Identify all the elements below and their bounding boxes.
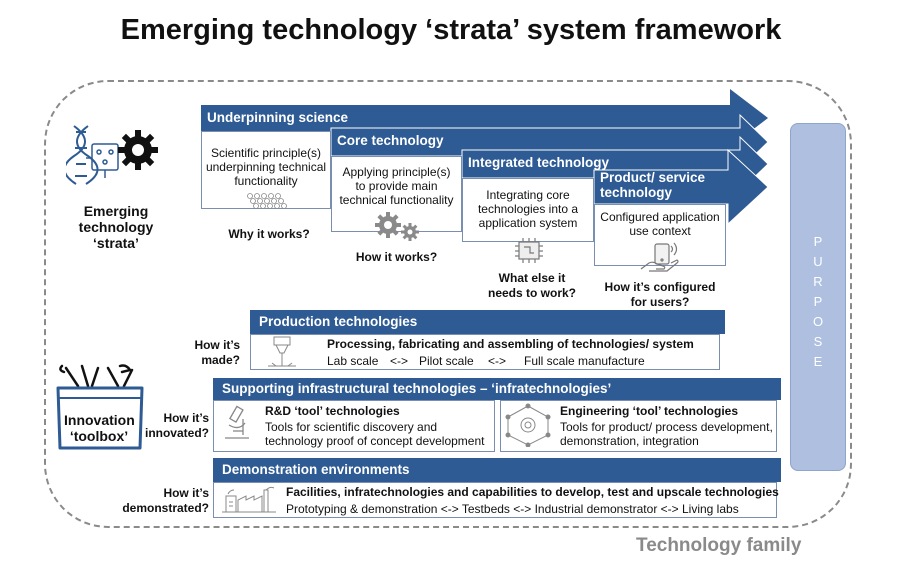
toolbox-label-line: ‘toolbox’ — [69, 428, 129, 444]
box-production-technologies — [250, 334, 720, 370]
question-how-configured: How it’s configured for users? — [596, 280, 724, 310]
dna-gear-icon — [66, 125, 158, 185]
purpose-letter: S — [813, 334, 823, 349]
production-scale-lab: Lab scale — [327, 354, 379, 368]
strata-title-integrated-technology: Integrated technology — [468, 155, 610, 170]
strata-box-core-technology — [331, 156, 462, 232]
factory-icon — [222, 486, 276, 513]
gears-icon — [375, 212, 419, 241]
arrow-underpinning-science — [201, 89, 768, 147]
band-demonstration-environments: Demonstration environments — [213, 458, 781, 482]
rd-line: technology proof of concept development — [265, 434, 485, 448]
desc-line: application system — [478, 216, 578, 230]
rd-heading: R&D ‘tool’ technologies — [265, 404, 400, 418]
strata-desc-product-service: Configured application use context — [594, 210, 726, 238]
desc-line: to provide main — [355, 179, 438, 193]
microscope-icon — [225, 405, 249, 439]
engineering-line: demonstration, integration — [560, 434, 699, 448]
strata-desc-core-technology: Applying principle(s) to provide main te… — [331, 165, 462, 207]
diagram-title: Emerging technology ‘strata’ system fram… — [120, 14, 782, 46]
toolbox-label-line: Innovation — [64, 412, 135, 428]
question-how-demonstrated: How it’s demonstrated? — [120, 486, 209, 516]
strata-label: Emerging technology ‘strata’ — [62, 203, 170, 251]
title-line: technology — [600, 185, 673, 200]
desc-line: Scientific principle(s) — [210, 146, 322, 160]
strata-label-line: technology — [78, 219, 154, 235]
desc-line: use context — [629, 224, 691, 238]
question-line: needs to work? — [487, 286, 576, 300]
laser-icon — [268, 336, 296, 367]
strata-label-line: ‘strata’ — [93, 235, 139, 251]
strata-box-underpinning-science — [201, 131, 331, 209]
question-how-made: How it’s made? — [176, 338, 240, 368]
purpose-letter: R — [813, 274, 823, 289]
demo-heading: Facilities, infratechnologies and capabi… — [286, 485, 779, 499]
production-heading: Processing, fabricating and assembling o… — [327, 337, 694, 351]
purpose-letter: P — [813, 234, 823, 249]
question-what-else: What else it needs to work? — [480, 271, 584, 301]
engineering-description: Tools for product/ process development, … — [560, 420, 773, 448]
question-why-it-works: Why it works? — [228, 227, 310, 241]
toolbox-icon — [56, 364, 144, 450]
strata-box-integrated-technology — [462, 178, 594, 242]
toolbox-label: Innovation ‘toolbox’ — [64, 412, 135, 444]
box-engineering-tools — [500, 400, 777, 452]
question-line: What else it — [498, 271, 566, 285]
desc-line: Integrating core — [486, 188, 570, 202]
question-line: How it’s configured — [604, 280, 716, 294]
box-demonstration-environments — [213, 482, 777, 518]
question-how-innovated: How it’s innovated? — [140, 411, 209, 441]
technology-family-label: Technology family — [636, 535, 802, 556]
strata-label-line: Emerging — [83, 203, 149, 219]
desc-line: technical functionality — [339, 193, 454, 207]
question-line: for users? — [630, 295, 690, 309]
production-scale-arrow: <-> — [390, 354, 409, 368]
demo-line: Prototyping & demonstration <-> Testbeds… — [286, 502, 739, 516]
lattice-icon — [247, 193, 287, 209]
purpose-letter: O — [812, 314, 824, 329]
desc-line: functionality — [234, 174, 298, 188]
purpose-letter: E — [813, 354, 823, 369]
strata-desc-integrated-technology: Integrating core technologies into a app… — [462, 188, 594, 230]
title-line: Product/ service — [600, 170, 706, 185]
purpose-column — [790, 123, 846, 471]
strata-title-product-service: Product/ service technology — [600, 170, 705, 200]
question-how-it-works: How it works? — [355, 250, 438, 264]
question-line: How it’s — [163, 411, 209, 425]
gear-network-icon — [505, 403, 551, 447]
band-production-technologies: Production technologies — [250, 310, 725, 334]
question-line: How it’s — [163, 486, 209, 500]
question-line: innovated? — [144, 426, 209, 440]
band-infratechnologies: Supporting infrastructural technologies … — [213, 378, 781, 400]
question-line: How it’s — [194, 338, 240, 352]
engineering-line: Tools for product/ process development, — [560, 420, 773, 434]
production-scale-arrow: <-> — [488, 354, 507, 368]
strata-title-core-technology: Core technology — [337, 133, 444, 148]
engineering-heading: Engineering ‘tool’ technologies — [560, 404, 739, 418]
desc-line: Configured application — [600, 210, 720, 224]
purpose-letter: P — [813, 294, 823, 309]
desc-line: technologies into a — [477, 202, 579, 216]
desc-line: underpinning technical — [205, 160, 327, 174]
rd-description: Tools for scientific discovery and techn… — [265, 420, 484, 448]
question-line: demonstrated? — [122, 501, 209, 515]
rd-line: Tools for scientific discovery and — [265, 420, 438, 434]
strata-title-underpinning-science: Underpinning science — [207, 110, 349, 125]
hand-device-icon — [640, 242, 679, 272]
production-scale-pilot: Pilot scale — [419, 354, 474, 368]
chip-icon — [515, 238, 543, 263]
purpose-letter: U — [813, 254, 823, 269]
production-scale-full: Full scale manufacture — [524, 354, 645, 368]
question-line: made? — [201, 353, 240, 367]
purpose-letters: P U R P O S E — [790, 232, 846, 372]
desc-line: Applying principle(s) — [342, 165, 451, 179]
strata-desc-underpinning-science: Scientific principle(s) underpinning tec… — [201, 146, 331, 188]
box-rd-tools — [213, 400, 495, 452]
technology-family-frame — [44, 80, 852, 528]
